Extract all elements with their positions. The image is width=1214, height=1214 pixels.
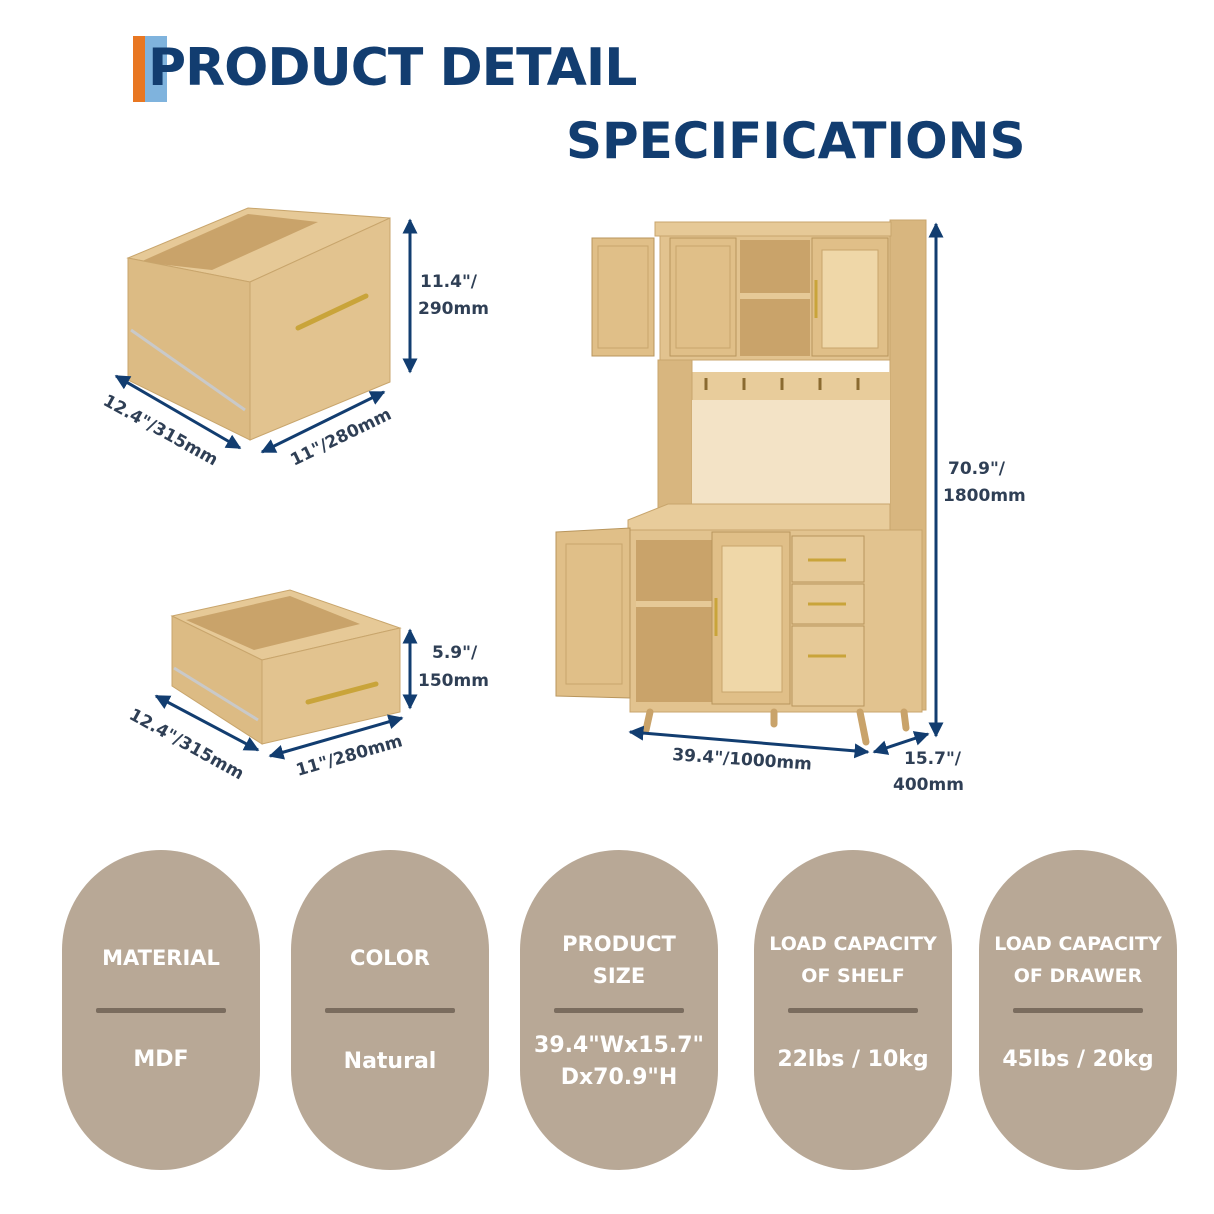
spec-label: COLOR [350,946,430,970]
cabinet-width: 39.4"/1000mm [672,745,813,775]
page-title: PRODUCT DETAIL [148,38,637,98]
cabinet-depth-in: 15.7"/ [904,749,962,769]
spec-card-product-size: PRODUCT SIZE 39.4"Wx15.7" Dx70.9"H [520,850,718,1170]
spec-divider [325,1008,455,1013]
small-drawer-height-in: 5.9"/ [432,643,478,663]
spec-card-shelf-capacity: LOAD CAPACITY OF SHELF 22lbs / 10kg [754,850,952,1170]
spec-divider [554,1008,684,1013]
title-accent-orange [133,36,145,102]
product-illustration: 11.4"/ 290mm 12.4"/315mm 11"/280mm 5.9"/… [100,207,1026,795]
spec-value: 22lbs / 10kg [777,1047,929,1072]
spec-card-material: MATERIAL MDF [62,850,260,1170]
spec-value: 45lbs / 20kg [1002,1047,1154,1072]
cabinet-height-mm: 1800mm [943,486,1026,506]
spec-label: LOAD CAPACITY OF DRAWER [994,933,1162,987]
spec-label: MATERIAL [102,946,220,970]
drawer-handle-icon [305,681,379,705]
drawer-handle-icon [295,293,369,331]
large-drawer-height-mm: 290mm [418,299,489,319]
small-drawer-height-mm: 150mm [418,671,489,691]
large-drawer-height-in: 11.4"/ [420,272,478,292]
cabinet-image [555,219,927,746]
spec-label: PRODUCT SIZE [562,932,676,988]
cabinet-depth-mm: 400mm [893,775,964,795]
spec-divider [788,1008,918,1013]
spec-value: MDF [133,1047,189,1072]
spec-label: LOAD CAPACITY OF SHELF [769,933,937,987]
spec-divider [96,1008,226,1013]
spec-divider [1013,1008,1143,1013]
spec-card-drawer-capacity: LOAD CAPACITY OF DRAWER 45lbs / 20kg [979,850,1177,1170]
title-accent-blue [145,36,167,102]
spec-value: Natural [343,1049,437,1074]
cabinet-height-in: 70.9"/ [948,459,1006,479]
page-subtitle: SPECIFICATIONS [566,112,1026,170]
spec-value: 39.4"Wx15.7" Dx70.9"H [534,1033,704,1090]
spec-card-color: COLOR Natural [291,850,489,1170]
small-drawer-width: 11"/280mm [294,731,405,780]
